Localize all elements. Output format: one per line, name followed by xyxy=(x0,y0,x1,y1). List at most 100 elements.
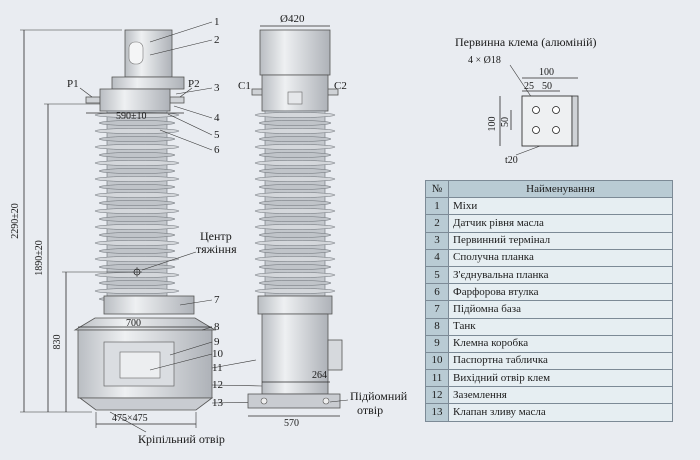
dim-50-top: 50 xyxy=(542,81,552,92)
porcelain-shed xyxy=(94,112,180,118)
callout-10: 10 xyxy=(212,348,224,360)
side-lifting-base xyxy=(257,295,333,315)
dim-830-label: 830 xyxy=(52,335,63,350)
porcelain-shed xyxy=(254,128,336,134)
dim-700-label: 700 xyxy=(126,318,141,329)
row-name: З'єднувальна планка xyxy=(448,265,673,285)
row-number: 4 xyxy=(425,248,449,267)
center-gravity-label-2: тяжіння xyxy=(196,242,237,256)
callout-2: 2 xyxy=(214,34,220,46)
row-name: Первинний термінал xyxy=(448,231,673,250)
tank-foot xyxy=(78,397,214,411)
callout-7: 7 xyxy=(214,294,220,306)
row-number: 9 xyxy=(425,334,449,353)
center-gravity-label-1: Центр xyxy=(200,229,232,243)
dim-475-label: 475×475 xyxy=(112,413,148,424)
callout-5: 5 xyxy=(214,129,220,141)
terminal-hole-1 xyxy=(532,106,540,114)
side-terminal-box xyxy=(327,339,343,371)
porcelain-shed xyxy=(254,224,336,230)
porcelain-shed xyxy=(94,192,180,198)
porcelain-shed xyxy=(94,256,180,262)
dim-100-top: 100 xyxy=(539,67,554,78)
row-number: 5 xyxy=(425,265,449,285)
oil-level-sensor-window xyxy=(128,41,144,65)
terminal-flange xyxy=(99,88,171,112)
porcelain-shed xyxy=(258,232,332,238)
mount-hole-label: Кріпільний отвір xyxy=(138,432,225,446)
c2-label: C2 xyxy=(334,80,347,92)
porcelain-shed xyxy=(94,144,180,150)
row-name: Сполучна планка xyxy=(448,248,673,267)
front-view xyxy=(73,29,217,411)
dim-420-label: Ø420 xyxy=(280,13,305,25)
thickness-label: t20 xyxy=(505,155,518,166)
terminal-plate-edge xyxy=(571,95,579,147)
terminal-p1-plate xyxy=(85,96,101,104)
porcelain-shed xyxy=(258,152,332,158)
row-name: Паспортна табличка xyxy=(448,351,673,371)
porcelain-shed xyxy=(258,280,332,286)
row-number: 10 xyxy=(425,351,449,371)
porcelain-shed xyxy=(94,208,180,214)
lift-hole-right xyxy=(322,397,330,405)
row-name: Вихідний отвір клем xyxy=(448,369,673,388)
side-terminal-block xyxy=(287,91,303,105)
terminal-p2-plate xyxy=(169,96,185,104)
terminal-hole-3 xyxy=(532,126,540,134)
terminal-hole-2 xyxy=(552,106,560,114)
callout-13: 13 xyxy=(212,397,224,409)
porcelain-shed xyxy=(98,120,176,126)
callout-11: 11 xyxy=(212,362,223,374)
row-name: Клемна коробка xyxy=(448,334,673,353)
porcelain-shed xyxy=(254,256,336,262)
porcelain-shed xyxy=(258,120,332,126)
porcelain-shed xyxy=(254,176,336,182)
porcelain-shed xyxy=(258,248,332,254)
terminal-hole-4 xyxy=(552,126,560,134)
porcelain-shed xyxy=(98,136,176,142)
p1-label: P1 xyxy=(67,78,79,90)
porcelain-shed xyxy=(254,160,336,166)
dim-100-side: 100 xyxy=(487,117,498,132)
row-name: Танк xyxy=(448,317,673,336)
porcelain-shed xyxy=(258,184,332,190)
porcelain-shed xyxy=(94,240,180,246)
callout-1: 1 xyxy=(214,16,220,28)
row-name: Клапан зливу масла xyxy=(448,403,673,422)
callouts: 1 2 3 4 5 6 7 8 9 10 11 12 13 xyxy=(149,16,263,409)
side-tank xyxy=(261,313,329,395)
parts-table-header: № Найменування xyxy=(425,179,673,199)
dim-2290-label: 2290±20 xyxy=(10,203,21,239)
porcelain-shed xyxy=(254,144,336,150)
p2-label: P2 xyxy=(188,78,200,90)
nameplate xyxy=(119,351,161,379)
callout-3: 3 xyxy=(214,82,220,94)
porcelain-shed xyxy=(98,152,176,158)
primary-terminal-head xyxy=(111,76,185,90)
row-name: Заземлення xyxy=(448,386,673,405)
callout-12: 12 xyxy=(212,379,223,391)
porcelain-shed xyxy=(98,184,176,190)
callout-4: 4 xyxy=(214,112,220,124)
front-porcelain-sheds xyxy=(94,110,180,302)
porcelain-shed xyxy=(94,288,180,294)
porcelain-shed xyxy=(258,216,332,222)
row-number: 7 xyxy=(425,300,449,319)
dim-25: 25 xyxy=(524,81,534,92)
lift-hole-label-1: Підйомний xyxy=(350,389,408,403)
side-porcelain-sheds xyxy=(254,110,336,302)
primary-terminal-title: Первинна клема (алюміній) xyxy=(455,35,597,49)
porcelain-shed xyxy=(94,224,180,230)
terminal-plate xyxy=(521,95,573,147)
